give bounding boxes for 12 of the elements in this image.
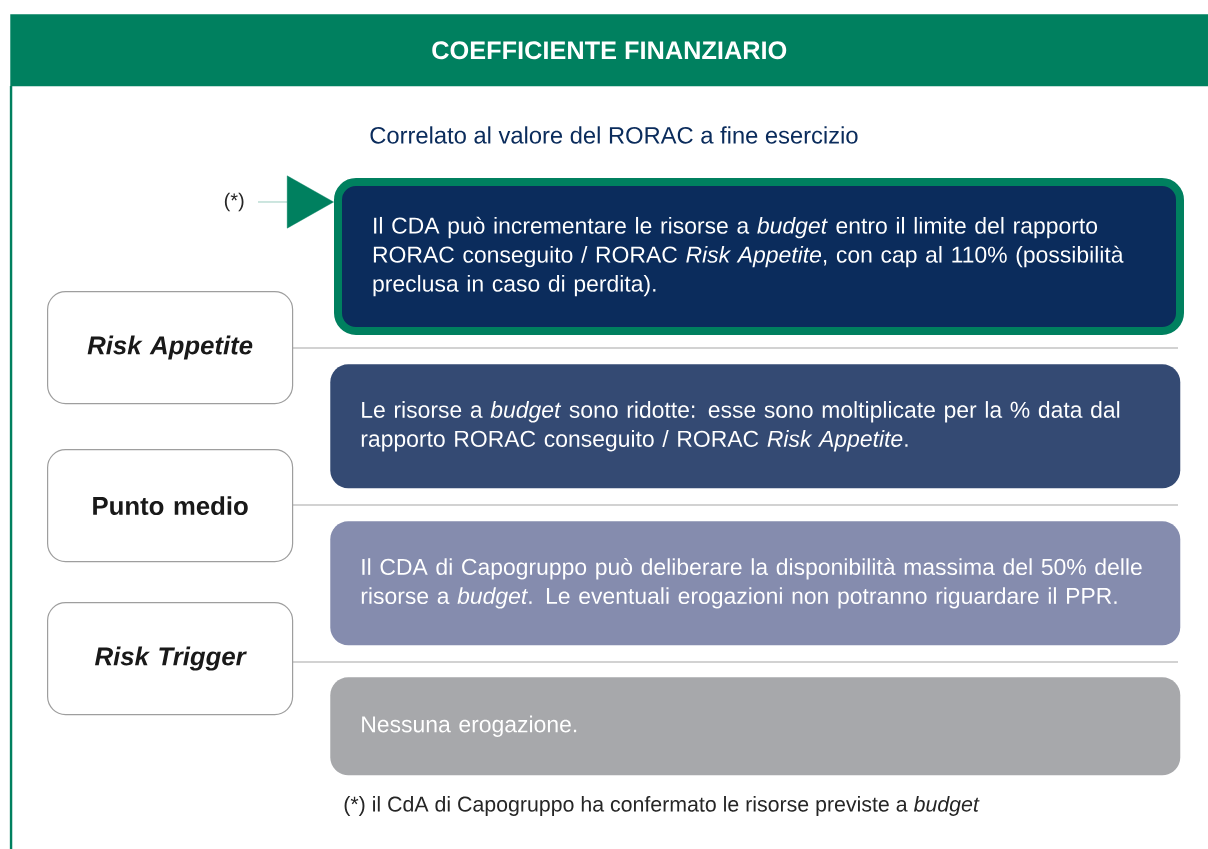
outcome-box: Il CDA di Capogruppo può deliberare la disponibilità massima del 50% delle risorse a budget. Le eventuali erogazioni non potranno riguardare il PPR.	[330, 521, 1181, 646]
outcome-box: Nessuna erogazione.	[330, 677, 1181, 776]
footnote-mark: (*)	[224, 192, 244, 212]
outcome-box: Il CDA può incrementare le risorse a budget entro il limite del rapporto RORAC conseguito / RORAC Risk Appetite, con cap al 110% (possibilità preclusa in caso di perdita).	[334, 178, 1184, 335]
header-band: COEFFICIENTE FINANZIARIO	[10, 14, 1208, 87]
threshold-box: Risk Trigger	[47, 602, 294, 716]
footnote: (*) il CdA di Capogruppo ha confermato le risorse previste a budget	[344, 796, 980, 816]
outcome-box: Le risorse a budget sono ridotte: esse sono moltiplicate per la % data dal rapporto RORAC conseguito / RORAC Risk Appetite.	[330, 364, 1181, 489]
subtitle: Correlato al valore del RORAC a fine esercizio	[370, 126, 858, 144]
threshold-box: Risk Appetite	[47, 291, 294, 405]
pointer-arrow	[257, 175, 334, 229]
threshold-box: Punto medio	[47, 449, 294, 563]
